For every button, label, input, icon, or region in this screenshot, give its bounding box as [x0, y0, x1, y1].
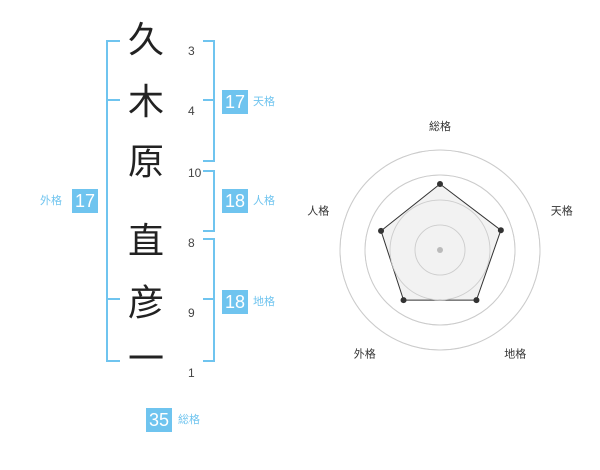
radar-center: [437, 247, 443, 253]
name-char: 彦: [128, 283, 165, 324]
radar-ring-overlay: [414, 224, 466, 276]
radar-point: [497, 227, 504, 234]
radar-point: [437, 181, 443, 187]
radar-axis-label: 地格: [504, 347, 526, 361]
bracket-tick: [106, 298, 120, 300]
stroke-count: 8: [188, 236, 195, 250]
bracket-tick: [203, 99, 213, 101]
radar-area: [380, 183, 502, 301]
tenkaku-bracket: [203, 40, 215, 162]
name-char: 原: [128, 142, 165, 183]
radar-ring-overlay: [339, 149, 541, 351]
radar-point: [473, 297, 480, 304]
stroke-count: 3: [188, 44, 195, 58]
stroke-count: 4: [188, 104, 195, 118]
name-char: 直: [128, 221, 165, 262]
radar-axis-label: 天格: [551, 203, 573, 217]
tenkaku-score: 17: [222, 90, 248, 114]
jinkaku-label: 人格: [253, 194, 275, 207]
radar-axis-label: 人格: [307, 203, 329, 217]
radar-ring-overlay: [364, 174, 516, 326]
radar-point: [378, 227, 385, 234]
radar-ring-overlay: [389, 199, 491, 301]
gaikaku-score: 17: [72, 189, 98, 213]
radar-point: [400, 297, 407, 304]
chikaku-label: 地格: [253, 295, 275, 308]
stroke-count: 9: [188, 306, 195, 320]
radar-axis-label: 外格: [354, 347, 376, 361]
stroke-count: 10: [188, 166, 202, 180]
radar-axis-label: 総格: [429, 119, 451, 133]
chikaku-score: 18: [222, 290, 248, 314]
gaikaku-label: 外格: [40, 194, 62, 207]
name-char: 木: [128, 82, 165, 123]
bracket-tick: [106, 99, 120, 101]
name-char: 久: [128, 20, 165, 61]
name-char: 一: [128, 339, 165, 380]
bracket-tick: [203, 298, 213, 300]
jinkaku-score: 18: [222, 189, 248, 213]
tenkaku-label: 天格: [253, 95, 275, 108]
chikaku-bracket: [203, 238, 215, 362]
jinkaku-bracket: [203, 170, 215, 232]
soukaku-score: 35: [146, 408, 172, 432]
soukaku-label: 総格: [178, 413, 200, 426]
stroke-count: 1: [188, 366, 195, 380]
gaikaku-bracket: [106, 40, 120, 362]
